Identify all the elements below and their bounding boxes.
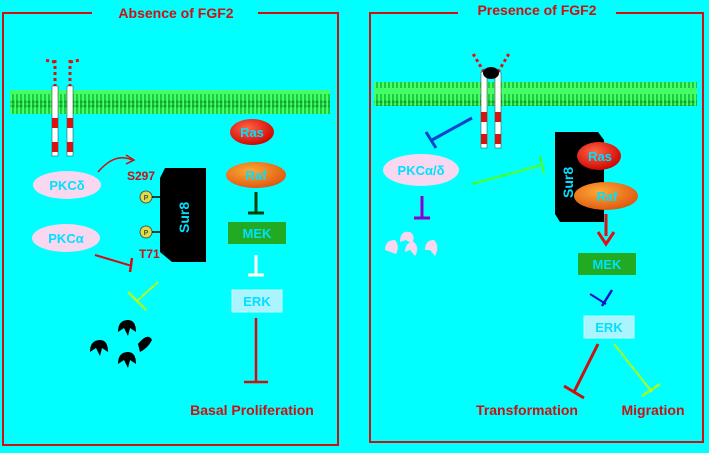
right-outcome-migration: Migration xyxy=(622,402,685,418)
right-mek-erk-inhibit-bar xyxy=(600,289,614,307)
right-erk-migration-line xyxy=(613,343,653,393)
left-pkc-delta-node xyxy=(33,171,101,199)
right-panel: Presence of FGF2 PKCα/δ Sur8 xyxy=(369,2,704,443)
left-erk-outcome-inhibit xyxy=(244,318,268,384)
left-erk-node xyxy=(231,289,283,313)
right-raf-label: Raf xyxy=(597,189,619,204)
right-erk-transformation-line xyxy=(572,343,600,393)
left-panel-title: Absence of FGF2 xyxy=(118,5,233,21)
right-pkc-degradation-inhibit xyxy=(414,196,430,220)
right-raf-mek-arrowhead xyxy=(596,231,616,247)
left-degradation-inhibit-line xyxy=(137,281,159,301)
left-phospho-s297-glyph: P xyxy=(144,195,149,202)
left-erk-label: ERK xyxy=(243,294,271,309)
left-degraded-fragments-icon xyxy=(90,320,152,368)
left-mek-label: MEK xyxy=(243,226,273,241)
left-pkc-alpha-label: PKCα xyxy=(48,231,83,246)
right-pkc-label: PKCα/δ xyxy=(398,163,445,178)
left-raf-mek-inhibit xyxy=(248,192,264,215)
right-mek-label: MEK xyxy=(593,257,623,272)
right-fgf-receptor xyxy=(470,51,512,149)
right-outcome-transformation: Transformation xyxy=(476,402,578,418)
right-raf-node xyxy=(574,182,638,210)
right-ras-node xyxy=(577,142,621,170)
fgf2-ligand-icon xyxy=(483,67,499,79)
left-raf-label: Raf xyxy=(246,168,268,183)
left-fgf-receptor xyxy=(43,58,81,157)
left-sur8-scaffold xyxy=(160,168,206,262)
right-erk-transformation-bar xyxy=(563,384,585,400)
left-s297-label: S297 xyxy=(127,169,155,183)
left-panel-frame xyxy=(2,12,339,446)
left-ras-node xyxy=(230,119,274,145)
left-panel: Absence of FGF2 PKCδ PKCα Sur8 S297 T71 … xyxy=(2,5,339,446)
right-sur8-label: Sur8 xyxy=(560,167,576,198)
right-panel-frame xyxy=(369,12,704,443)
left-sur8-label: Sur8 xyxy=(176,202,192,233)
left-pkc-delta-arrow xyxy=(97,157,133,173)
right-pkc-sur8-inhibit-line xyxy=(471,163,543,186)
right-degraded-fragments-icon xyxy=(385,231,438,256)
left-pkc-alpha-inhibit-bar xyxy=(128,257,134,273)
left-degradation-inhibit-bar xyxy=(127,291,147,311)
left-mek-erk-inhibit xyxy=(248,255,264,277)
right-receptor-pkc-inhibit-bar xyxy=(424,131,438,149)
right-mek-node xyxy=(578,253,636,275)
left-pkc-delta-label: PKCδ xyxy=(49,178,84,193)
left-pkc-delta-arrowhead xyxy=(125,154,136,165)
left-pkc-alpha-node xyxy=(32,224,100,252)
left-membrane xyxy=(10,90,330,114)
right-erk-migration-bar xyxy=(641,382,661,398)
right-membrane xyxy=(374,82,697,106)
right-panel-title: Presence of FGF2 xyxy=(477,2,596,18)
left-pkc-alpha-inhibit-line xyxy=(94,254,133,267)
right-erk-label: ERK xyxy=(595,320,623,335)
left-outcome-label: Basal Proliferation xyxy=(190,402,314,418)
left-phospho-t71-glyph: P xyxy=(144,230,149,237)
right-pkc-node xyxy=(383,154,459,186)
right-erk-node xyxy=(583,315,635,339)
left-mek-node xyxy=(228,222,286,244)
right-ras-label: Ras xyxy=(588,149,612,164)
right-receptor-pkc-inhibit-line xyxy=(431,116,473,142)
left-ras-label: Ras xyxy=(240,125,264,140)
left-t71-label: T71 xyxy=(139,247,160,261)
left-raf-node xyxy=(226,162,286,188)
right-pkc-sur8-inhibit-bar xyxy=(538,155,546,175)
